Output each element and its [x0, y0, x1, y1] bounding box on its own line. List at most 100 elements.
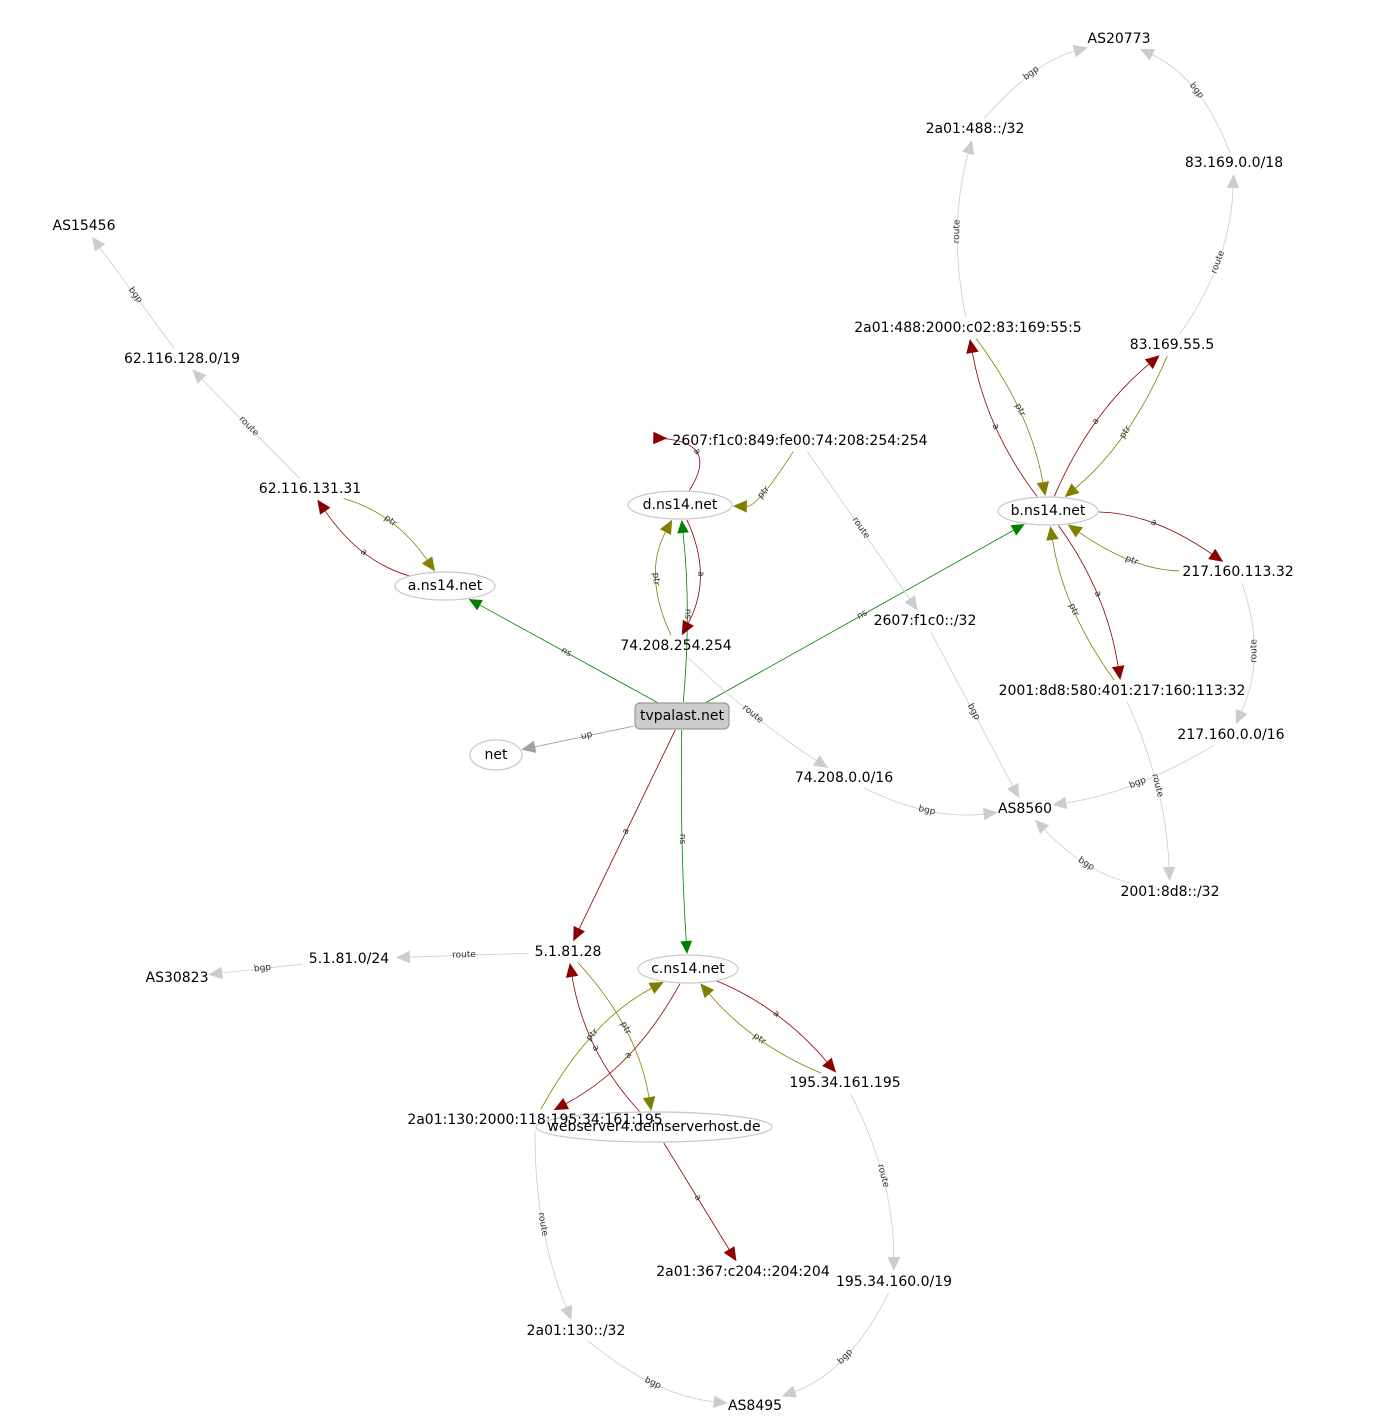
edge-a-dns14-ip_d6: a [653, 431, 702, 491]
nodes-layer: tvpalast.net net a.ns14.net b.ns14.net c.ns1… [53, 31, 1294, 1414]
node-ellipse [394, 571, 496, 601]
node-ip_a4[interactable]: 62.116.131.31 [259, 481, 361, 497]
node-pfx_c6[interactable]: 2a01:130::/32 [527, 1323, 626, 1339]
node-pfx_w4[interactable]: 5.1.81.0/24 [309, 951, 390, 967]
node-label: 2a01:488:2000:c02:83:169:55:5 [854, 320, 1081, 336]
edge-arrowhead [91, 236, 106, 252]
edge-a-bns14-ip_b6h: a [966, 338, 1038, 497]
node-as8495[interactable]: AS8495 [728, 1398, 782, 1414]
edge-arrowhead [713, 1395, 728, 1408]
edge-label-ptr: ptr [751, 1031, 768, 1047]
edge-line [654, 531, 672, 636]
node-ip_b6[interactable]: 2001:8d8:580:401:217:160:113:32 [999, 683, 1246, 699]
node-ip_c4[interactable]: 195.34.161.195 [789, 1075, 900, 1091]
edge-arrowhead [395, 950, 411, 964]
node-label: d.ns14.net [643, 497, 718, 513]
edge-label-ptr: ptr [1012, 402, 1027, 418]
edge-line [343, 498, 428, 561]
node-tvpalast[interactable]: tvpalast.net [634, 702, 730, 730]
node-ans14[interactable]: a.ns14.net [394, 571, 496, 601]
node-label: 62.116.131.31 [259, 481, 361, 497]
node-ip_w4[interactable]: 5.1.81.28 [535, 944, 602, 960]
edge-route-ip_b4-pfx_b4: route [1235, 582, 1259, 725]
edge-label-a: a [1149, 517, 1158, 528]
node-ip_d6[interactable]: 2607:f1c0:849:fe00:74:208:254:254 [672, 433, 927, 449]
edge-line [201, 379, 301, 479]
node-pfx_d6[interactable]: 2607:f1c0::/32 [874, 613, 977, 629]
edge-label-ns: ns [855, 608, 869, 622]
edge-route-ip_c4-pfx_c4: route [850, 1093, 901, 1271]
node-as15456[interactable]: AS15456 [53, 218, 116, 234]
node-label: b.ns14.net [1011, 503, 1086, 519]
node-ip_c6[interactable]: 2a01:130:2000:118:195:34:161:195 [407, 1112, 662, 1128]
node-ip_d4[interactable]: 74.208.254.254 [620, 638, 731, 654]
node-label: 195.34.161.195 [789, 1075, 900, 1091]
node-pfx_a4[interactable]: 62.116.128.0/19 [124, 351, 240, 367]
edge-arrowhead [680, 940, 693, 955]
edge-arrowhead [822, 1057, 837, 1073]
edge-line [540, 988, 652, 1110]
edge-line [709, 993, 822, 1074]
root-node-box [634, 702, 730, 730]
node-as30823[interactable]: AS30823 [146, 970, 209, 986]
edge-line [571, 976, 640, 1112]
edge-arrowhead [1036, 481, 1050, 497]
node-pfx_b6h[interactable]: 2a01:488::/32 [926, 121, 1025, 137]
node-ellipse [637, 954, 739, 984]
edge-label-bgp: bgp [126, 285, 144, 305]
node-ip_b6h[interactable]: 2a01:488:2000:c02:83:169:55:5 [854, 320, 1081, 336]
node-as20773[interactable]: AS20773 [1088, 31, 1151, 47]
node-dns14[interactable]: d.ns14.net [627, 490, 733, 520]
edge-label-ptr: ptr [650, 572, 661, 586]
node-webserver[interactable]: webserver4.deinserverhost.de [535, 1111, 773, 1143]
node-net[interactable]: net [469, 739, 523, 771]
edge-label-route: route [535, 1212, 549, 1238]
edge-line [1179, 187, 1234, 335]
node-bns14[interactable]: b.ns14.net [997, 496, 1099, 526]
edge-line [686, 656, 817, 761]
node-as8560[interactable]: AS8560 [998, 801, 1052, 817]
edge-ns-tvpalast-bns14: ns [705, 524, 1025, 703]
node-label: 83.169.55.5 [1130, 337, 1215, 353]
node-cns14[interactable]: c.ns14.net [637, 954, 739, 984]
node-pfx_c4[interactable]: 195.34.160.0/19 [836, 1274, 952, 1290]
edge-label-route: route [1149, 773, 1165, 799]
edge-label-a: a [691, 447, 702, 457]
node-label: AS15456 [53, 218, 116, 234]
edge-label-route: route [875, 1163, 891, 1189]
edge-ptr-ip_d6-dns14: ptr [732, 451, 794, 513]
node-pfx_d4[interactable]: 74.208.0.0/16 [795, 770, 893, 786]
node-label: 62.116.128.0/19 [124, 351, 240, 367]
edge-ptr-ip_a4-ans14: ptr [343, 498, 435, 572]
edge-label-bgp: bgp [836, 1347, 855, 1367]
edge-arrowhead [966, 338, 979, 354]
edge-arrowhead [653, 431, 668, 445]
edge-label-a: a [1092, 589, 1103, 598]
edge-arrowhead [1162, 866, 1176, 882]
edge-a-ans14-ip_a4: a [317, 499, 410, 577]
edge-bgp-pfx_c6-as8495: bgp [588, 1340, 728, 1408]
node-pfx_b4[interactable]: 217.160.0.0/16 [1177, 727, 1284, 743]
edge-bgp-pfx_w4-as30823: bgp [208, 963, 303, 980]
edge-route-ip_b6h-pfx_b6h: route [952, 139, 975, 318]
node-pfx_b6[interactable]: 2001:8d8::/32 [1120, 884, 1219, 900]
edge-arrowhead [1235, 708, 1248, 725]
node-ip_w6[interactable]: 2a01:367:c204::204:204 [656, 1264, 830, 1280]
edge-line [1126, 701, 1170, 868]
edge-line [565, 983, 681, 1104]
edge-arrowhead [1226, 173, 1240, 189]
node-ip_b4[interactable]: 217.160.113.32 [1182, 564, 1293, 580]
edge-line [1098, 511, 1212, 555]
edge-arrowhead [1046, 525, 1059, 541]
edge-line [99, 247, 175, 349]
node-ip_b4h[interactable]: 83.169.55.5 [1130, 337, 1215, 353]
edge-arrowhead [1072, 45, 1088, 58]
edge-line [930, 631, 1014, 787]
edge-line [746, 451, 794, 507]
node-label: 195.34.160.0/19 [836, 1274, 952, 1290]
node-label: 2607:f1c0:849:fe00:74:208:254:254 [672, 433, 927, 449]
edge-label-a: a [590, 1044, 601, 1053]
edge-line [324, 510, 410, 577]
node-pfx_b4h[interactable]: 83.169.0.0/18 [1185, 155, 1283, 171]
edge-line [578, 729, 676, 929]
